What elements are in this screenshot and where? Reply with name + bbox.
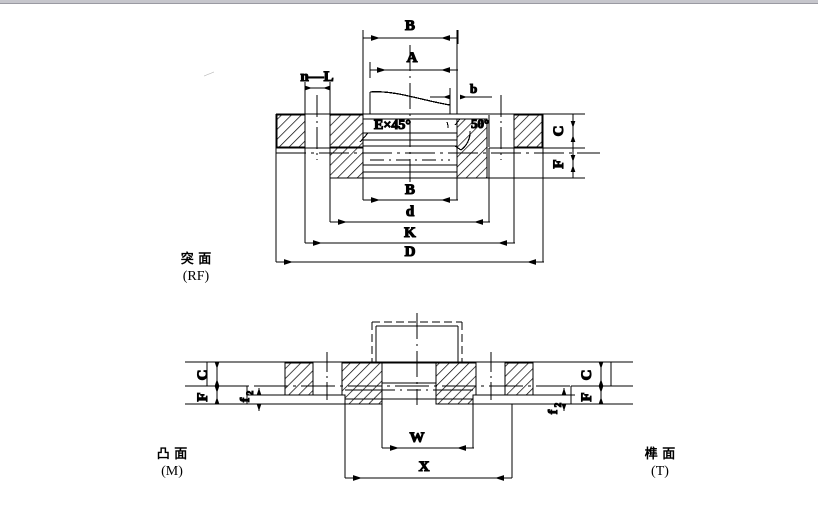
dimension-n-L bbox=[304, 82, 331, 114]
section-hatch bbox=[329, 114, 364, 148]
section-hatch bbox=[435, 362, 477, 405]
view-title-rf-en: (RF) bbox=[183, 269, 210, 284]
view-title-rf-cn: 突 面 bbox=[181, 251, 212, 267]
view-title-t-cn: 榫 面 bbox=[644, 446, 676, 462]
view-title-m-en: (M) bbox=[161, 464, 183, 479]
dimension-B-top bbox=[362, 30, 459, 44]
dim-label-n-L: n—L bbox=[300, 69, 333, 85]
dim-label-d: d bbox=[406, 204, 415, 220]
dimension-C-F-right bbox=[543, 113, 585, 179]
section-hatch bbox=[513, 114, 543, 148]
view-title-m-cn: 凸 面 bbox=[157, 447, 188, 462]
dim-label-f2-right-sub: 2 bbox=[553, 402, 563, 407]
upper-view-group: B A n—L bbox=[203, 17, 600, 265]
view-title-t-en: (T) bbox=[651, 464, 669, 479]
dim-label-B-bottom: B bbox=[405, 182, 415, 198]
dim-label-f2-right-group: f 2 bbox=[544, 402, 563, 415]
lower-view-group: C F f 2 C F bbox=[185, 313, 633, 481]
dim-label-f2-left-group: f 2 bbox=[236, 390, 255, 403]
dim-label-F-right-lower: F bbox=[579, 392, 595, 401]
section-hatch bbox=[276, 114, 306, 148]
stray-mark bbox=[203, 71, 215, 77]
annotation-chamfer-leader bbox=[359, 132, 410, 143]
dim-label-F-left-lower: F bbox=[195, 392, 211, 401]
dimension-f2-left bbox=[247, 388, 290, 411]
dimension-b bbox=[430, 88, 492, 106]
section-hatch bbox=[284, 362, 314, 396]
dim-label-C-right-lower: C bbox=[579, 370, 595, 381]
hidden-pipe-outline bbox=[371, 321, 463, 362]
annotation-bevel-leader bbox=[446, 118, 471, 151]
dim-label-f2-left-sub: 2 bbox=[245, 390, 255, 395]
dim-label-A: A bbox=[407, 50, 418, 66]
section-hatch bbox=[341, 362, 383, 405]
dim-label-f2-right: f bbox=[545, 409, 560, 414]
dim-label-C-left-lower: C bbox=[195, 370, 211, 381]
annotation-50-deg: 50° bbox=[471, 116, 489, 131]
dim-label-B-top: B bbox=[405, 18, 415, 34]
dim-label-b: b bbox=[470, 81, 477, 96]
dim-label-D: D bbox=[405, 244, 416, 260]
dimension-f2-right bbox=[533, 388, 575, 411]
section-hatch bbox=[504, 362, 534, 396]
dim-label-F-right-upper: F bbox=[551, 159, 567, 168]
dim-label-X: X bbox=[419, 459, 430, 475]
dim-label-K: K bbox=[404, 225, 416, 241]
annotation-E-45: E×45° bbox=[374, 118, 411, 133]
dim-label-W: W bbox=[410, 430, 425, 446]
dimension-C-F-right-lower bbox=[520, 361, 633, 405]
dimension-A bbox=[369, 62, 458, 78]
dim-label-C-right-upper: C bbox=[551, 126, 567, 137]
dim-label-f2-left: f bbox=[237, 397, 252, 402]
window-top-edge bbox=[0, 0, 818, 4]
